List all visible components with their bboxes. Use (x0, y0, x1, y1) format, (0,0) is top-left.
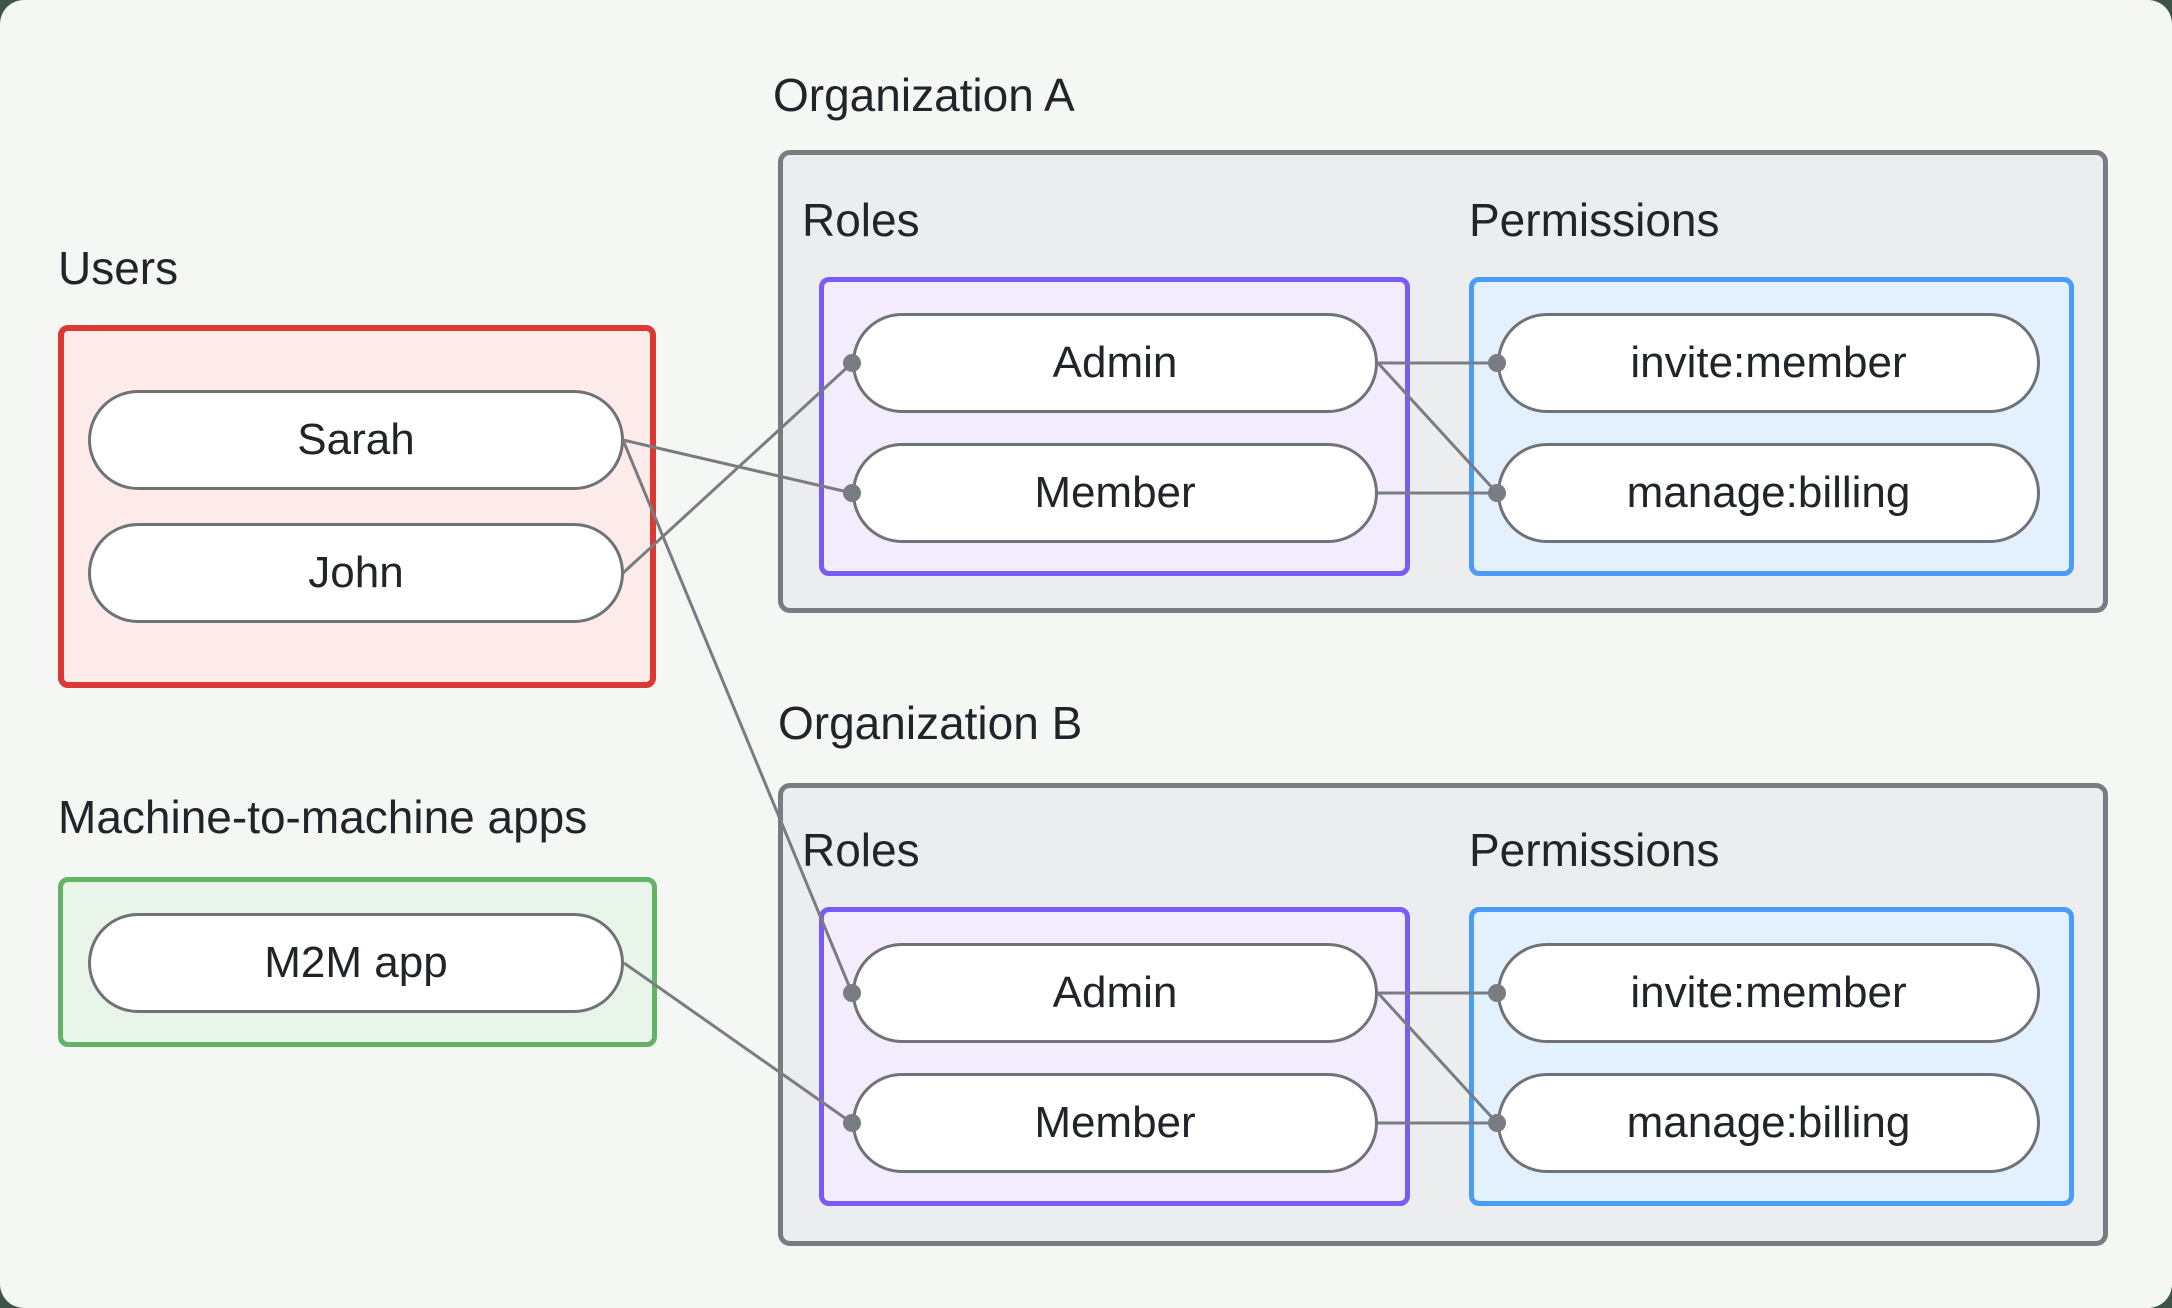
org-a-permission-invite-member: invite:member (1497, 313, 2040, 413)
org-a-permissions-label: Permissions (1469, 194, 1720, 246)
org-b-title: Organization B (778, 697, 1083, 749)
org-b-role-admin: Admin (852, 943, 1378, 1043)
m2m-app-node-label: M2M app (264, 938, 448, 987)
m2m-app-node: M2M app (88, 913, 624, 1013)
org-a-role-member-label: Member (1034, 468, 1196, 517)
org-a-permission-manage-billing-label: manage:billing (1626, 468, 1911, 517)
org-b-permissions-label: Permissions (1469, 824, 1720, 876)
org-a-role-member: Member (852, 443, 1378, 543)
user-node-john-label: John (308, 548, 404, 597)
org-a-role-admin: Admin (852, 313, 1378, 413)
user-node-sarah-label: Sarah (297, 415, 415, 464)
org-b-permission-invite-member: invite:member (1497, 943, 2040, 1043)
org-b-permission-manage-billing-label: manage:billing (1626, 1098, 1911, 1147)
m2m-section-label: Machine-to-machine apps (58, 791, 588, 843)
org-b-permission-manage-billing: manage:billing (1497, 1073, 2040, 1173)
org-a-roles-label: Roles (802, 194, 920, 246)
org-b-role-member-label: Member (1034, 1098, 1196, 1147)
org-a-permission-invite-member-label: invite:member (1630, 338, 1907, 387)
org-b-role-member: Member (852, 1073, 1378, 1173)
org-a-permission-manage-billing: manage:billing (1497, 443, 2040, 543)
org-b-role-admin-label: Admin (1052, 968, 1178, 1017)
users-group-box (58, 325, 656, 688)
org-b-permission-invite-member-label: invite:member (1630, 968, 1907, 1017)
org-a-title: Organization A (773, 69, 1075, 121)
org-a-role-admin-label: Admin (1052, 338, 1178, 387)
user-node-sarah: Sarah (88, 390, 624, 490)
org-b-roles-label: Roles (802, 824, 920, 876)
user-node-john: John (88, 523, 624, 623)
users-section-label: Users (58, 242, 179, 294)
